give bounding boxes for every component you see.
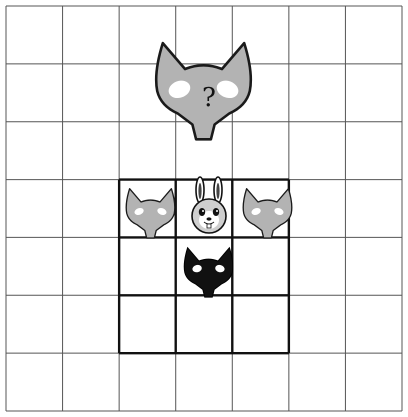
- rabbit-icon: [192, 177, 226, 233]
- rabbit-piece[interactable]: [192, 177, 226, 233]
- fox-black-piece[interactable]: [184, 248, 233, 297]
- fox-right-piece[interactable]: [243, 189, 292, 238]
- unknown-fox-label: ?: [202, 83, 216, 113]
- fox-left-piece[interactable]: [126, 189, 175, 238]
